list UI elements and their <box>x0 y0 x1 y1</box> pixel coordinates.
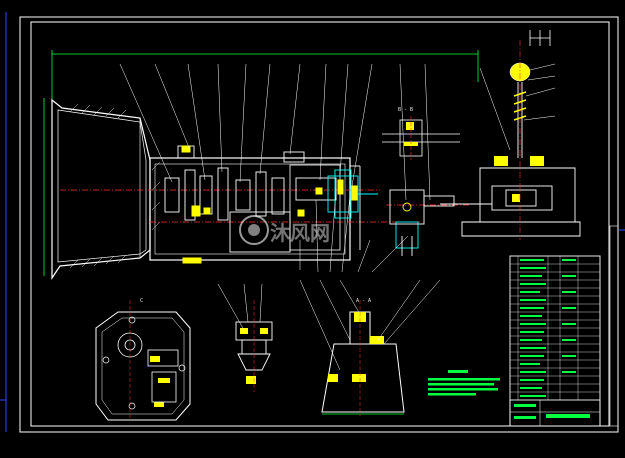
title-block <box>509 255 601 427</box>
main-assembly: 沐风网 <box>43 50 479 280</box>
lever-leaders <box>479 63 556 151</box>
shift-lever-assembly <box>440 30 581 240</box>
leader-lines-top <box>119 63 431 201</box>
parts-list-text <box>520 259 576 397</box>
parts-list-grid <box>510 256 600 401</box>
gear-train <box>164 145 361 253</box>
section-a-a-label: A - A <box>356 298 371 304</box>
section-b-b: B - B <box>382 107 460 160</box>
overall-dimension <box>43 50 479 276</box>
title-block-footer <box>509 399 601 427</box>
shift-fork <box>389 189 455 256</box>
watermark-logo <box>239 215 269 245</box>
leader-lines-bottom <box>299 189 409 273</box>
bearing-highlights <box>181 145 358 264</box>
gearbox-housing <box>51 98 351 280</box>
fork-detail <box>217 283 273 392</box>
section-b-b-label: B - B <box>398 107 413 113</box>
section-a-a: A - A <box>299 279 441 416</box>
view-c-label: C <box>140 298 143 304</box>
technical-notes <box>428 370 500 396</box>
section-hatching <box>69 103 161 269</box>
output-flange <box>327 169 419 249</box>
shift-pattern-icon <box>529 30 551 46</box>
shaft-centerlines <box>60 189 470 223</box>
right-edge-tab <box>609 225 619 427</box>
view-c: C <box>95 298 191 421</box>
sheet-frame <box>0 12 625 433</box>
